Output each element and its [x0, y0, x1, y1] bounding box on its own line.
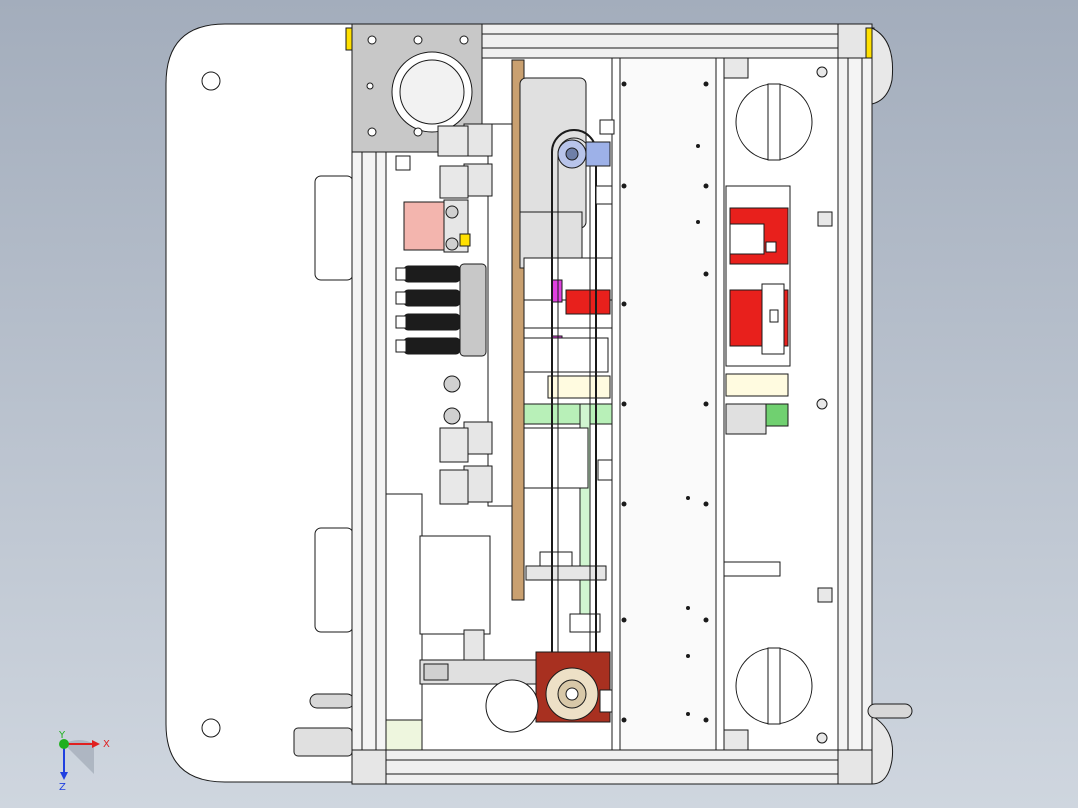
pale-yellow-block — [725, 373, 789, 397]
frame-right-rail — [837, 23, 873, 785]
corner-block-bl — [351, 749, 387, 785]
black-fittings — [403, 265, 461, 355]
cover-hole-bottom — [201, 718, 221, 738]
wheel-bottom-right — [871, 715, 894, 785]
y-axis-label: Y — [58, 730, 66, 741]
yellow-strip — [547, 375, 611, 399]
z-axis-label: Z — [59, 782, 66, 793]
corner-block-br — [837, 749, 873, 785]
frame-bottom-rail — [351, 749, 873, 785]
triad-shadow — [64, 739, 94, 774]
right-handle — [867, 703, 913, 719]
left-cover-panel — [165, 23, 353, 783]
salmon-block-upper — [403, 201, 447, 251]
solenoid-coil-3 — [439, 469, 469, 505]
lower-bracket — [385, 493, 423, 751]
plate-holes — [621, 81, 709, 723]
solenoid-coil-2 — [439, 427, 469, 463]
bottom-round-cover — [485, 679, 539, 733]
x-axis-label: X — [103, 739, 110, 750]
wheel-top-right — [871, 27, 894, 105]
solenoid-coil-1 — [439, 165, 469, 199]
z-axis-arrow — [60, 772, 68, 780]
y-axis-dot — [59, 739, 69, 749]
x-axis-arrow — [92, 740, 100, 748]
fitting-manifold — [459, 263, 487, 357]
cover-hole-top — [201, 71, 221, 91]
right-bracket — [723, 561, 781, 577]
